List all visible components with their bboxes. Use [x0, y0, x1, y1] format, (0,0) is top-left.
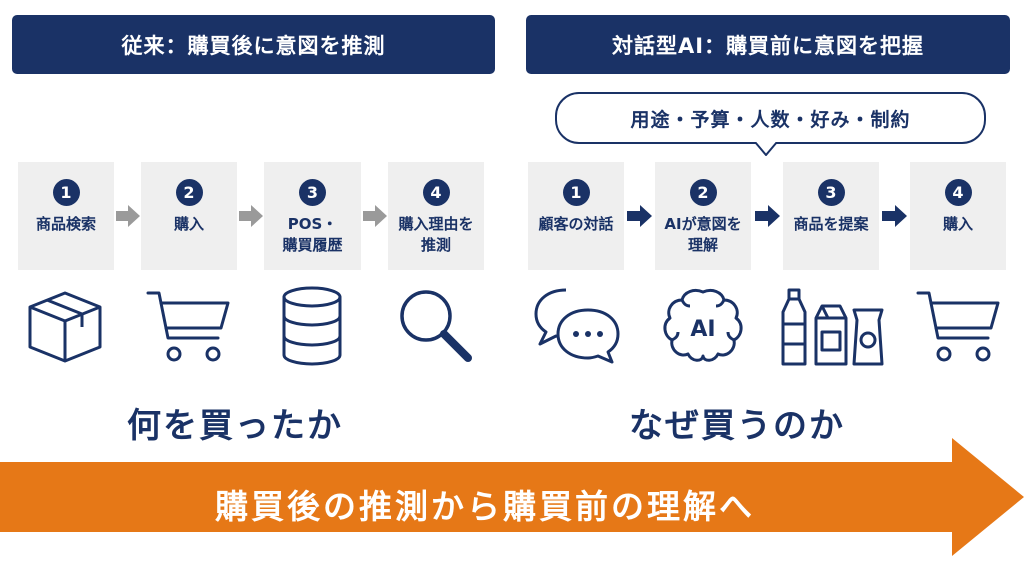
- ai-brain-icon: AI: [663, 288, 743, 362]
- step-number: 3: [817, 179, 845, 206]
- step-label: 購入理由を 推測: [398, 215, 474, 254]
- caption-what-bought: 何を買ったか: [127, 406, 343, 446]
- step-number: 1: [52, 179, 80, 206]
- right-step-3: 3 商品を提案: [783, 162, 879, 270]
- step-label: 購入: [173, 215, 204, 233]
- box-icon: [28, 291, 102, 363]
- step-label: 購入: [942, 215, 973, 233]
- left-step-4: 4 購入理由を 推測: [388, 162, 484, 270]
- header-traditional: 従来：購買後に意図を推測: [12, 15, 495, 74]
- step-number: 4: [944, 179, 972, 206]
- banner-message: 購買後の推測から購買前の理解へ: [215, 487, 755, 526]
- chat-bubbles-icon: [534, 288, 620, 364]
- step-label: 商品検索: [35, 215, 96, 233]
- step-label: POS・ 購買履歴: [282, 215, 343, 254]
- database-icon: [282, 286, 342, 366]
- header-conversational-ai: 対話型AI：購買前に意図を把握: [526, 15, 1010, 74]
- right-step-4: 4 購入: [910, 162, 1006, 270]
- left-step-1: 1 商品検索: [18, 162, 114, 270]
- transition-arrow: [0, 438, 1024, 556]
- gray-arrow-icon: [239, 205, 263, 227]
- step-number: 2: [175, 179, 203, 206]
- right-step-2: 2 AIが意図を 理解: [655, 162, 751, 270]
- caption-why-buy: なぜ買うのか: [629, 406, 845, 446]
- left-step-3: 3 POS・ 購買履歴: [264, 162, 361, 270]
- step-label: 商品を提案: [793, 215, 869, 233]
- ai-badge-text: AI: [690, 317, 715, 342]
- shopping-cart-icon: [146, 291, 230, 362]
- gray-arrow-icon: [116, 205, 140, 227]
- step-number: 3: [299, 179, 326, 206]
- navy-arrow-icon: [755, 205, 780, 227]
- navy-arrow-icon: [627, 205, 652, 227]
- gray-arrow-icon: [363, 205, 387, 227]
- left-step-2: 2 購入: [141, 162, 237, 270]
- products-icon: [781, 288, 884, 366]
- step-label: AIが意図を 理解: [664, 215, 742, 254]
- shopping-cart-icon: [916, 291, 1000, 362]
- step-number: 2: [689, 179, 717, 206]
- right-step-1: 1 顧客の対話: [528, 162, 624, 270]
- navy-arrow-icon: [882, 205, 907, 227]
- bubble-tail: [755, 142, 777, 156]
- step-number: 1: [562, 179, 590, 206]
- magnifier-icon: [400, 290, 472, 362]
- conversation-topics-bubble: 用途・予算・人数・好み・制約: [555, 92, 986, 144]
- step-number: 4: [422, 179, 450, 206]
- step-label: 顧客の対話: [538, 215, 614, 233]
